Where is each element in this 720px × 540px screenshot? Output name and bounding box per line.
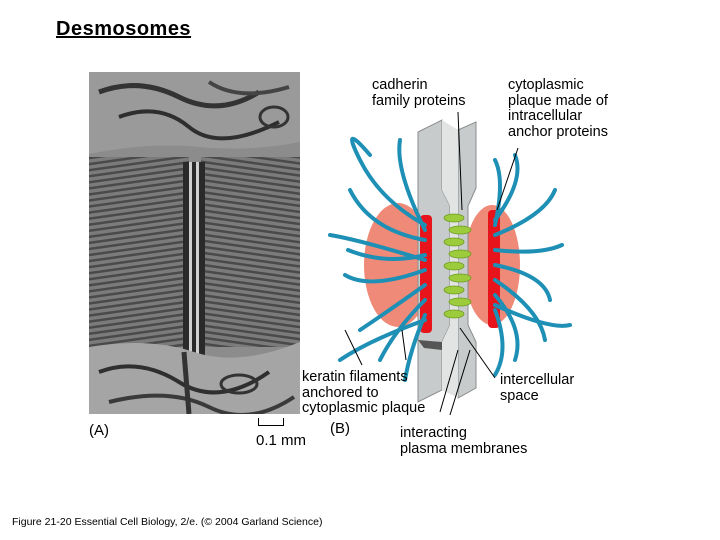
label-cadherin: cadherin family proteins [372, 78, 465, 109]
electron-micrograph [89, 72, 300, 414]
figure-caption: Figure 21-20 Essential Cell Biology, 2/e… [12, 516, 322, 528]
label-intercellular-space: intercellular space [500, 373, 574, 404]
scale-label: 0.1 mm [256, 432, 306, 449]
scale-bar [258, 418, 284, 426]
panel-a-letter: (A) [89, 422, 109, 439]
panel-b-letter: (B) [330, 420, 350, 437]
label-plasma-membranes: interacting plasma membranes [400, 426, 527, 457]
label-cytoplasmic-plaque: cytoplasmic plaque made of intracellular… [508, 78, 608, 140]
slide-title: Desmosomes [56, 18, 191, 41]
label-keratin-filaments: keratin filaments anchored to cytoplasmi… [302, 370, 425, 417]
